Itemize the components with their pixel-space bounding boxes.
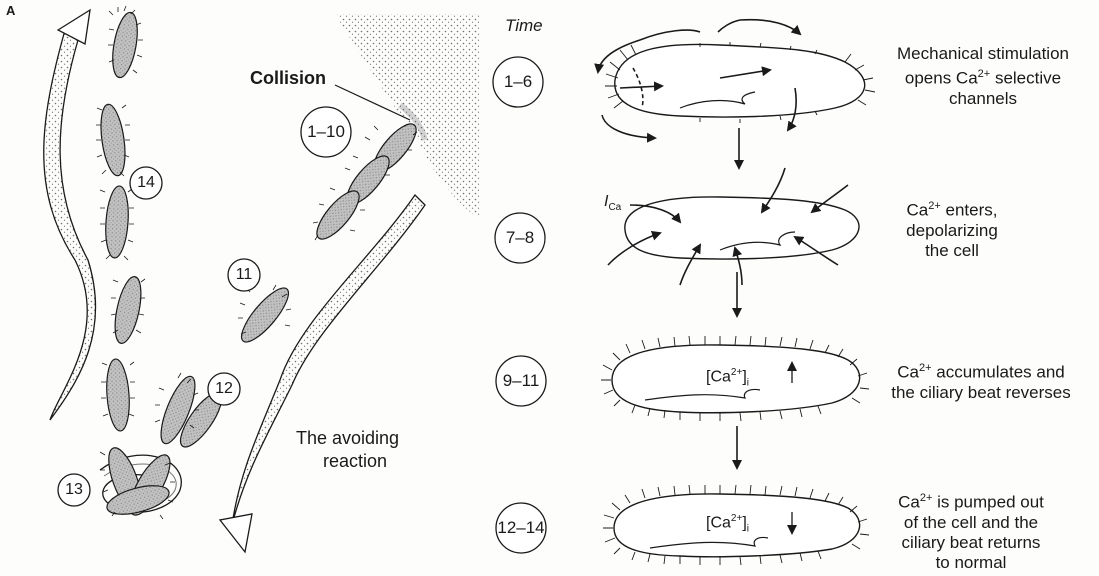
down-arrows [737, 128, 739, 468]
number-13: 13 [58, 481, 90, 499]
number-12: 12 [208, 380, 240, 398]
step3-description: Ca2+ accumulates and the ciliary beat re… [866, 358, 1096, 403]
step-cilia [601, 42, 875, 565]
step1-description: Mechanical stimulation opens Ca2+ select… [872, 44, 1094, 109]
step4-description: Ca2+ is pumped out of the cell and the c… [876, 488, 1066, 573]
right-ribbon-arrow [220, 195, 425, 552]
cell-11 [235, 282, 296, 348]
panel-label: A [6, 4, 15, 19]
cell-path [104, 185, 131, 258]
time-12-14: 12–14 [496, 518, 546, 537]
time-7-8: 7–8 [495, 228, 545, 247]
time-9-11: 9–11 [496, 371, 546, 390]
step-cells [612, 44, 865, 556]
cell-path [105, 358, 132, 431]
ca-conc-label-up: [Ca2+]i [706, 367, 749, 389]
collision-label: Collision [250, 68, 326, 88]
step2-description: Ca2+ enters, depolarizing the cell [872, 196, 1032, 261]
number-1-10: 1–10 [301, 122, 351, 141]
left-ribbon-arrow [44, 10, 96, 420]
ca-conc-label-down: [Ca2+]i [706, 513, 749, 535]
time-circles [493, 57, 546, 553]
time-1-6: 1–6 [493, 72, 543, 91]
avoiding-reaction-line1: The avoiding [296, 428, 399, 448]
number-14: 14 [130, 174, 162, 192]
oral-grooves [645, 92, 795, 548]
cell-path [108, 11, 141, 80]
cell-path [97, 103, 129, 177]
step1-cell [615, 44, 865, 117]
avoiding-reaction-line2: reaction [323, 451, 387, 471]
ica-sub: Ca [608, 202, 621, 213]
step2-cell [625, 197, 859, 259]
cell-collide-3 [310, 185, 365, 245]
number-11: 11 [228, 266, 260, 284]
cell-path [110, 274, 146, 345]
ica-label: ICa [604, 193, 621, 213]
time-header: Time [505, 16, 543, 35]
